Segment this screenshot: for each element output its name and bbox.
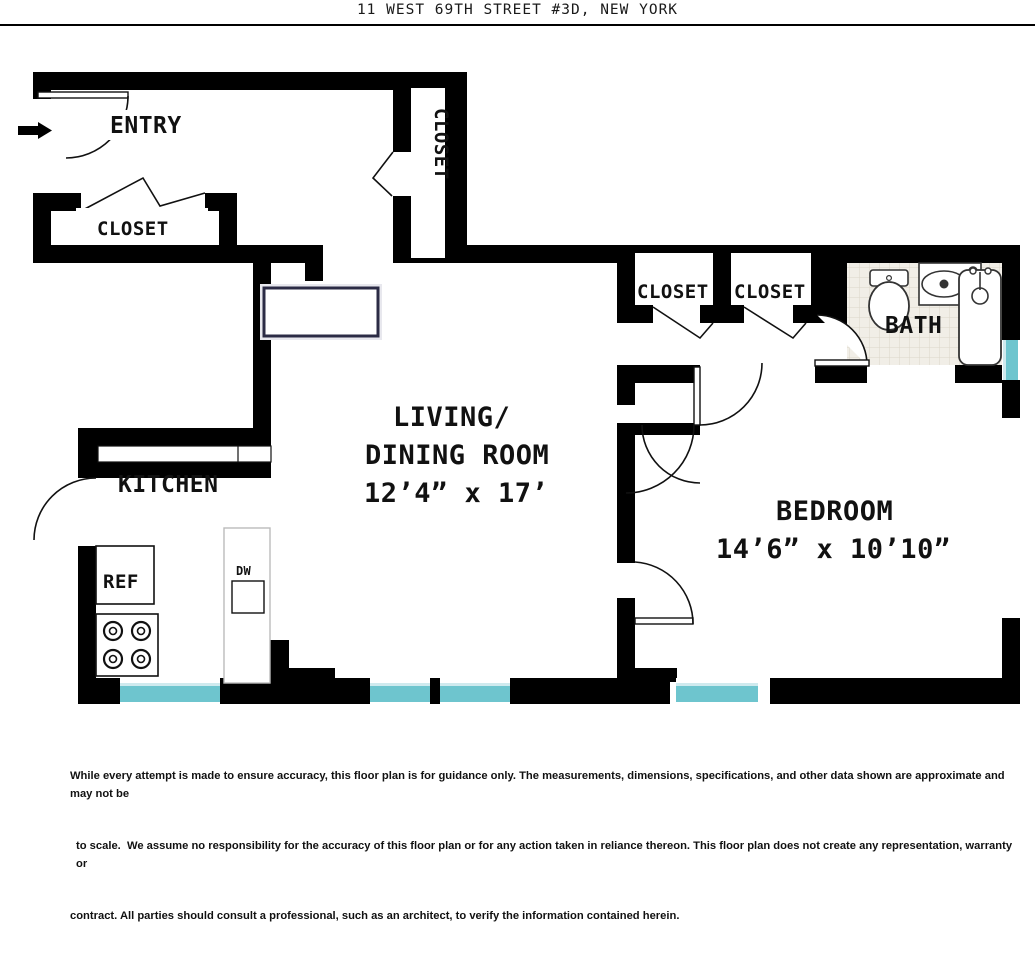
label-entry-closet: CLOSET xyxy=(97,218,169,240)
range-cooktop-fixture xyxy=(95,613,159,677)
label-refrigerator: REF xyxy=(103,571,139,593)
wall-hall-bottom xyxy=(33,245,323,263)
door-hall-closet xyxy=(371,151,394,197)
wall-closets-bottom-mid xyxy=(700,305,744,323)
wall-right-bottom-edge xyxy=(1002,618,1020,704)
wall-closets-right-edge xyxy=(811,245,829,323)
wall-mid-horizontal xyxy=(411,245,651,263)
door-bathroom xyxy=(814,314,870,367)
wall-closets-bottom-right xyxy=(793,305,829,323)
wall-bottom-left xyxy=(78,678,120,704)
door-kitchen-opening xyxy=(33,477,97,541)
door-bath-closet-2 xyxy=(743,306,807,340)
page-title: 11 WEST 69TH STREET #3D, NEW YORK xyxy=(356,2,679,18)
disclaimer-text: While every attempt is made to ensure ac… xyxy=(70,733,1020,961)
dishwasher-fixture xyxy=(223,527,271,684)
toilet-fixture xyxy=(868,269,910,331)
window-bedroom xyxy=(676,678,758,704)
wall-bath-top xyxy=(829,245,1020,263)
fixtures xyxy=(95,284,382,684)
window-kitchen xyxy=(120,678,220,704)
refrigerator-fixture xyxy=(95,545,155,605)
door-bedroom-upper xyxy=(641,362,763,484)
label-bedroom-dimensions: 14’6” x 10’10” xyxy=(716,534,951,565)
wall-kitchen-top-strip xyxy=(78,446,98,478)
disclaimer-line-2: to scale. We assume no responsibility fo… xyxy=(76,840,1016,870)
disclaimer-line-3: contract. All parties should consult a p… xyxy=(70,910,680,922)
door-swings xyxy=(33,91,870,625)
door-bath-closet-1 xyxy=(652,306,714,340)
wall-closets-bottom-left xyxy=(617,305,653,323)
wall-nook-bottom xyxy=(617,423,700,435)
wall-kitchen-left-top xyxy=(78,546,108,554)
wall-bath-right-lower xyxy=(1002,380,1020,418)
label-entry: ENTRY xyxy=(110,113,182,139)
label-living-line1: LIVING/ xyxy=(393,402,510,433)
wall-closet-left-lower xyxy=(393,196,411,263)
wall-kitchen-counter-strip xyxy=(98,460,271,478)
label-kitchen: KITCHEN xyxy=(118,472,218,498)
label-hall-closet: CLOSET xyxy=(430,108,452,180)
wall-hall-stub xyxy=(305,245,323,281)
wall-kitchen-left xyxy=(78,546,96,696)
window-bath-east xyxy=(1002,340,1020,380)
label-living-dimensions: 12’4” x 17’ xyxy=(364,478,548,509)
label-bath: BATH xyxy=(885,313,942,339)
door-bedroom-lower xyxy=(634,561,694,625)
wall-bath-bottom xyxy=(815,365,867,383)
wall-closet-left xyxy=(393,72,411,152)
bathroom xyxy=(847,262,1002,366)
title-bar: 11 WEST 69TH STREET #3D, NEW YORK xyxy=(0,0,1035,26)
label-living-line2: DINING ROOM xyxy=(365,440,549,471)
door-living-nook xyxy=(625,424,695,494)
window-living-2 xyxy=(440,678,510,704)
wall-closets-left-edge xyxy=(617,245,635,323)
window-living-1 xyxy=(370,678,430,704)
wall-bedroom-left-mid xyxy=(617,433,635,563)
wall-kitchen-top xyxy=(78,428,271,446)
wall-bath-left xyxy=(829,245,847,325)
wall-closets-divider xyxy=(713,245,731,323)
label-bedroom: BEDROOM xyxy=(776,496,893,527)
floorplan-drawing: ENTRY CLOSET CLOSET CLOSET CLOSET BATH K… xyxy=(18,72,1020,704)
floorplan-page: 11 WEST 69TH STREET #3D, NEW YORK xyxy=(0,0,1035,922)
counter-passthrough xyxy=(260,284,382,340)
kitchen-cabinet-strip xyxy=(97,445,254,463)
door-entry-closet xyxy=(80,176,206,212)
label-bath-closet-2: CLOSET xyxy=(734,281,806,303)
wall-top-left xyxy=(33,72,463,90)
disclaimer-line-1: While every attempt is made to ensure ac… xyxy=(70,770,1008,800)
windows xyxy=(120,340,1020,704)
label-dishwasher: DW xyxy=(236,564,252,578)
wall-jog-5 xyxy=(617,668,677,682)
wall-bottom-mid-3 xyxy=(770,678,1020,704)
wall-closet-right xyxy=(445,72,467,263)
kitchen-cabinet-strip-2 xyxy=(237,445,272,463)
entry-arrow-icon xyxy=(18,122,52,139)
wall-structure xyxy=(33,72,1020,704)
wall-jog-2 xyxy=(253,668,335,682)
title-divider xyxy=(0,24,1035,26)
wall-bath-right-upper xyxy=(1002,245,1020,340)
wall-nook-top xyxy=(617,365,700,383)
label-bath-closet-1: CLOSET xyxy=(637,281,709,303)
bathtub-fixture xyxy=(958,267,1002,366)
room-labels: ENTRY CLOSET CLOSET CLOSET CLOSET BATH K… xyxy=(76,88,951,593)
